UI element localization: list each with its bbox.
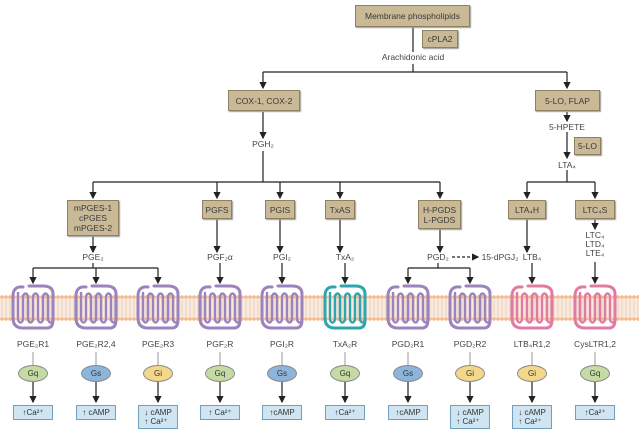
- pgh2-label: PGH₂: [251, 139, 275, 149]
- receptor-label: PGE₂R2,4: [76, 339, 116, 349]
- receptor-4: [260, 284, 304, 404]
- second-messenger-effect: ↑cAMP: [388, 405, 428, 420]
- cox-enzyme-box: COX-1, COX-2: [228, 90, 300, 111]
- second-messenger-effect: ↑cAMP: [262, 405, 302, 420]
- receptor-6: [386, 284, 430, 404]
- enzyme-box-pgfs: PGFS: [202, 200, 232, 219]
- receptor-0: [11, 284, 55, 404]
- product-15-dpgj2: 15-dPGJ₂: [480, 252, 520, 262]
- receptor-9: [573, 284, 617, 404]
- receptor-label: PGI₂R: [269, 339, 295, 349]
- product-pge2: PGE₂: [81, 252, 105, 262]
- cpla2-box: cPLA2: [422, 30, 458, 48]
- receptor-label: PGE₂R1: [16, 339, 50, 349]
- 5lo-box: 5-LO: [574, 137, 601, 155]
- second-messenger-effect: ↑Ca²⁺: [325, 405, 365, 420]
- product-cysteinyl-leukotrienes: LTC₄ LTD₄ LTE₄: [584, 230, 606, 258]
- second-messenger-effect: ↓ cAMP ↑ Ca²⁺: [450, 405, 490, 429]
- receptor-label: CysLTR1,2: [574, 339, 616, 349]
- arachidonic-acid-label: Arachidonic acid: [380, 52, 446, 62]
- receptor-label: PGF₂R: [206, 339, 234, 349]
- receptor-label: LTB₄R1,2: [513, 339, 551, 349]
- enzyme-box-mpges: mPGES-1 cPGES mPGES-2: [67, 200, 119, 236]
- receptor-7: [448, 284, 492, 404]
- lta4-label: LTA₄: [557, 160, 577, 170]
- g-protein-gs: Gs: [393, 365, 423, 382]
- receptor-1: [74, 284, 118, 404]
- g-protein-gs: Gs: [267, 365, 297, 382]
- enzyme-box-pgis: PGIS: [265, 200, 295, 219]
- second-messenger-effect: ↑ cAMP: [76, 405, 116, 420]
- g-protein-gi: Gi: [143, 365, 173, 382]
- enzyme-box-pgds: H-PGDS L-PGDS: [418, 200, 461, 229]
- second-messenger-effect: ↑ Ca²⁺: [200, 405, 240, 420]
- membrane-phospholipids-box: Membrane phospholipids: [355, 5, 470, 27]
- second-messenger-effect: ↓ cAMP ↑ Ca²⁺: [138, 405, 178, 429]
- g-protein-gq: Gq: [580, 365, 610, 382]
- g-protein-gq: Gq: [18, 365, 48, 382]
- receptor-label: TxA₂R: [332, 339, 358, 349]
- receptor-5: [323, 284, 367, 404]
- product-pgi2: PGI₂: [272, 252, 292, 262]
- g-protein-gs: Gs: [81, 365, 111, 382]
- receptor-2: [136, 284, 180, 404]
- g-protein-gi: Gi: [455, 365, 485, 382]
- g-protein-gq: Gq: [330, 365, 360, 382]
- second-messenger-effect: ↑Ca²⁺: [575, 405, 615, 420]
- product-pgd2: PGD₂: [426, 252, 450, 262]
- g-protein-gq: Gq: [205, 365, 235, 382]
- enzyme-box-txas: TxAS: [325, 200, 355, 219]
- enzyme-box-lta4h: LTA₄H: [508, 200, 546, 219]
- receptor-8: [510, 284, 554, 404]
- g-protein-gi: Gi: [517, 365, 547, 382]
- receptor-label: PGD₂R2: [453, 339, 487, 349]
- product-ltb4: LTB₄: [521, 252, 543, 262]
- 5lo-flap-box: 5-LO, FLAP: [535, 90, 600, 111]
- second-messenger-effect: ↓ cAMP ↑ Ca²⁺: [512, 405, 552, 429]
- second-messenger-effect: ↑Ca²⁺: [13, 405, 53, 420]
- receptor-3: [198, 284, 242, 404]
- product-pgf2a: PGF₂α: [206, 252, 234, 262]
- receptor-label: PGE₂R3: [141, 339, 175, 349]
- 5-hpete-label: 5-HPETE: [548, 122, 586, 132]
- product-txa2: TxA₂: [334, 252, 356, 262]
- enzyme-box-ltc4s: LTC₄S: [575, 200, 615, 219]
- receptor-label: PGD₂R1: [391, 339, 425, 349]
